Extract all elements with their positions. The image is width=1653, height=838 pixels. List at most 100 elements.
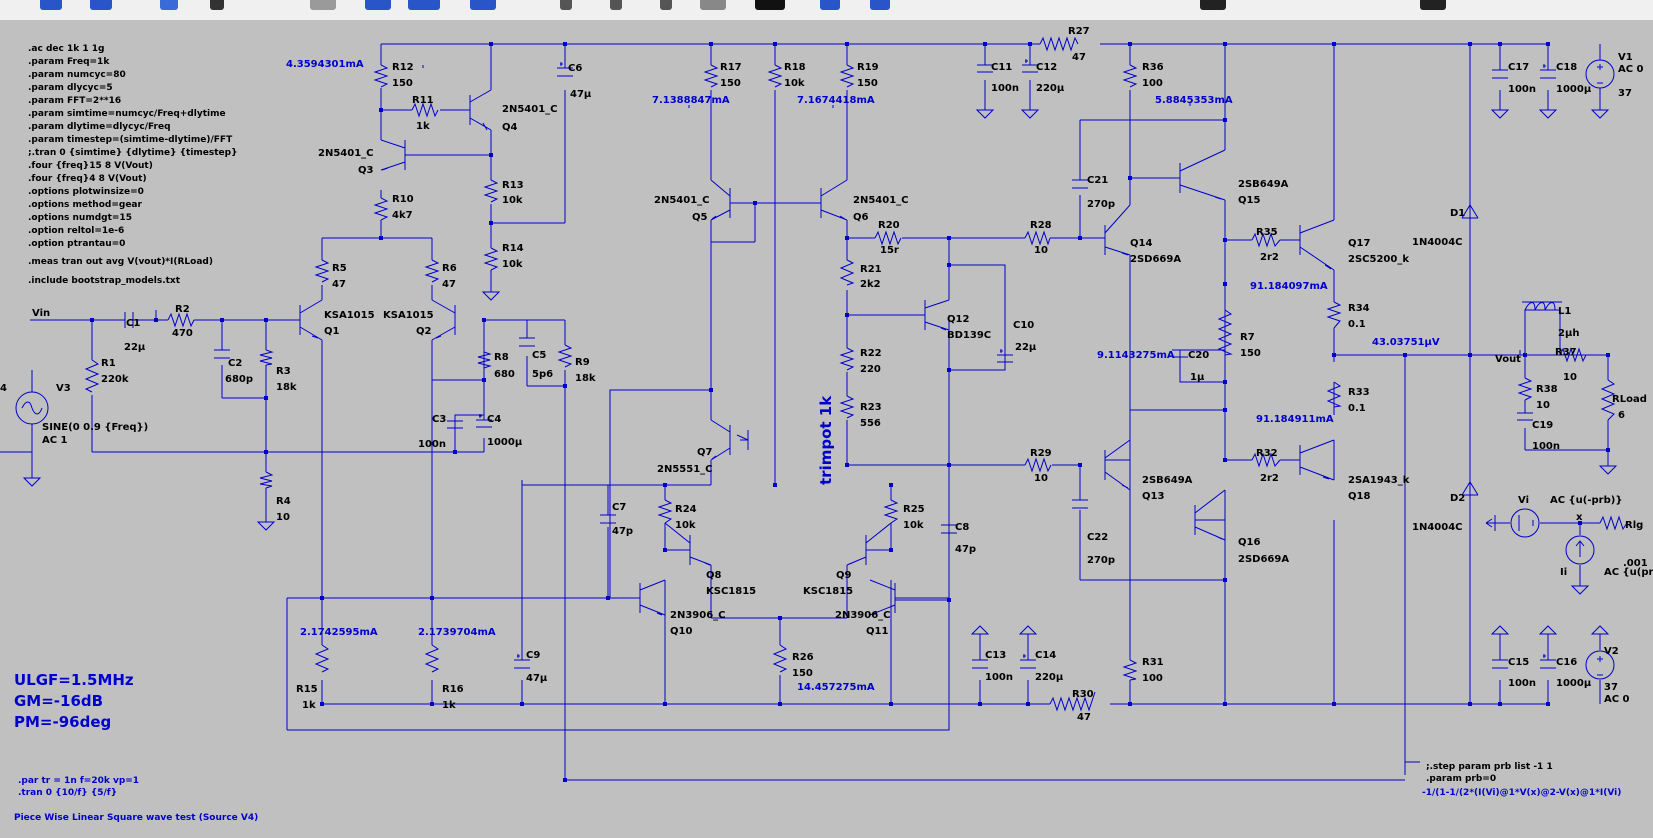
d2-name: D2: [1450, 493, 1465, 504]
c2-value: 680p: [225, 374, 253, 385]
schematic-canvas[interactable]: .ac dec 1k 1 1g .param Freq=1k .param nu…: [0, 20, 1653, 838]
r16-value: 1k: [442, 700, 456, 711]
r27-value: 47: [1072, 52, 1086, 63]
directive-10[interactable]: .four {freq}4 8 V(Vout): [28, 174, 147, 184]
toolbar: [0, 0, 1653, 21]
q2-model: KSA1015: [383, 310, 434, 321]
q1-model: KSA1015: [324, 310, 375, 321]
r29-value: 10: [1034, 473, 1048, 484]
misc-symbols: [15, 59, 1618, 680]
current-r7: 9.1143275mA: [1097, 350, 1175, 361]
spice-directive-icon[interactable]: [1420, 0, 1446, 10]
c9-value: 47µ: [526, 673, 548, 684]
c22-name: C22: [1087, 532, 1108, 543]
capacitor-icon[interactable]: [470, 0, 496, 10]
v1-value: 37: [1618, 88, 1632, 99]
text-icon[interactable]: [1200, 0, 1226, 10]
r32-value: 2r2: [1260, 473, 1279, 484]
q3-model: 2N5401_C: [318, 148, 374, 159]
r21-name: R21: [860, 264, 882, 275]
c1-name: C1: [126, 318, 140, 329]
r1-value: 220k: [101, 374, 129, 385]
rload-value: 6: [1618, 410, 1625, 421]
r17-value: 150: [720, 78, 741, 89]
pwl-directive-1[interactable]: .par tr = 1n f=20k vp=1: [18, 776, 139, 786]
q9-model: KSC1815: [803, 586, 853, 597]
q5-model: 2N5401_C: [654, 195, 710, 206]
component-icon[interactable]: [660, 0, 672, 10]
directive-1[interactable]: .param Freq=1k: [28, 57, 110, 67]
r22-value: 220: [860, 364, 881, 375]
rload-name: RLoad: [1612, 394, 1647, 405]
directive-14[interactable]: .option reltol=1e-6: [28, 226, 124, 236]
q6-model: 2N5401_C: [853, 195, 909, 206]
step-directive[interactable]: ;.step param prb list -1 1: [1426, 762, 1553, 772]
current-r16: 2.1739704mA: [418, 627, 496, 638]
resistor-icon[interactable]: [408, 0, 440, 10]
open-icon[interactable]: [40, 0, 62, 10]
ground-icon[interactable]: [365, 0, 391, 10]
undo-icon[interactable]: [820, 0, 840, 10]
directive-4[interactable]: .param FFT=2**16: [28, 96, 121, 106]
current-r17: 7.1388847mA: [652, 95, 730, 106]
directive-5[interactable]: .param simtime=numcyc/Freq+dlytime: [28, 109, 226, 119]
c7-name: C7: [612, 502, 626, 513]
pm-result: PM=-96deg: [14, 713, 111, 731]
c16-name: C16: [1556, 657, 1577, 668]
directive-7[interactable]: .param timestep=(simtime-dlytime)/FFT: [28, 135, 233, 145]
q7-model: 2N5551_C: [657, 464, 713, 475]
current-r36: 5.8845353mA: [1155, 95, 1233, 106]
r30-value: 47: [1077, 712, 1091, 723]
wire-icon[interactable]: [310, 0, 336, 10]
redo-icon[interactable]: [870, 0, 890, 10]
r7-name: R7: [1240, 332, 1255, 343]
meas-directive[interactable]: .meas tran out avg V(vout)*I(RLoad): [28, 257, 213, 267]
drag-icon[interactable]: [755, 0, 785, 10]
pwl-comment: Piece Wise Linear Square wave test (Sour…: [14, 813, 258, 823]
directive-2[interactable]: .param numcyc=80: [28, 70, 126, 80]
r4-name: R4: [276, 496, 291, 507]
save-icon[interactable]: [90, 0, 112, 10]
include-directive[interactable]: .include bootstrap_models.txt: [28, 276, 181, 286]
net-x: x: [1576, 512, 1583, 523]
c21-name: C21: [1087, 175, 1108, 186]
move-icon[interactable]: [700, 0, 726, 10]
param-prb-directive[interactable]: .param prb=0: [1426, 774, 1496, 784]
c9-name: C9: [526, 650, 540, 661]
directive-13[interactable]: .options numdgt=15: [28, 213, 132, 223]
v3-name: V3: [56, 383, 71, 394]
transistor-symbols: [299, 89, 1335, 616]
directive-3[interactable]: .param dlycyc=5: [28, 83, 113, 93]
current-r15: 2.1742595mA: [300, 627, 378, 638]
directive-12[interactable]: .options method=gear: [28, 200, 142, 210]
directive-0[interactable]: .ac dec 1k 1 1g: [28, 44, 104, 54]
wires: [0, 43, 1609, 781]
r8-name: R8: [494, 352, 509, 363]
trimpot-label: trimpot 1k: [817, 395, 835, 485]
r10-name: R10: [392, 194, 414, 205]
q8-model: KSC1815: [706, 586, 756, 597]
directive-8[interactable]: ;.tran 0 {simtime} {dlytime} {timestep}: [28, 148, 238, 158]
directive-9[interactable]: .four {freq}15 8 V(Vout): [28, 161, 153, 171]
q11-name: Q11: [866, 626, 888, 637]
run-icon[interactable]: [210, 0, 224, 10]
diode-icon[interactable]: [610, 0, 622, 10]
r29-name: R29: [1030, 448, 1052, 459]
directive-11[interactable]: .options plotwinsize=0: [28, 187, 144, 197]
directive-15[interactable]: .option ptrantau=0: [28, 239, 125, 249]
pwl-directive-2[interactable]: .tran 0 {10/f} {5/f}: [18, 788, 117, 798]
q18-name: Q18: [1348, 491, 1370, 502]
c2-name: C2: [228, 358, 242, 369]
q3-name: Q3: [358, 165, 374, 176]
directive-6[interactable]: .param dlytime=dlycyc/Freq: [28, 122, 171, 132]
r23-value: 556: [860, 418, 881, 429]
loop-gain-expression[interactable]: -1/(1-1/(2*(I(Vi)@1*V(x)@2-V(x)@1*I(Vi): [1422, 788, 1621, 798]
q13-model: 2SB649A: [1142, 475, 1193, 486]
r37-name: R37: [1555, 347, 1577, 358]
c19-value: 100n: [1532, 441, 1560, 452]
inductor-icon[interactable]: [560, 0, 572, 10]
print-icon[interactable]: [160, 0, 178, 10]
q17-model: 2SC5200_k: [1348, 254, 1409, 265]
c4-name: C4: [487, 414, 501, 425]
r6-value: 47: [442, 279, 456, 290]
